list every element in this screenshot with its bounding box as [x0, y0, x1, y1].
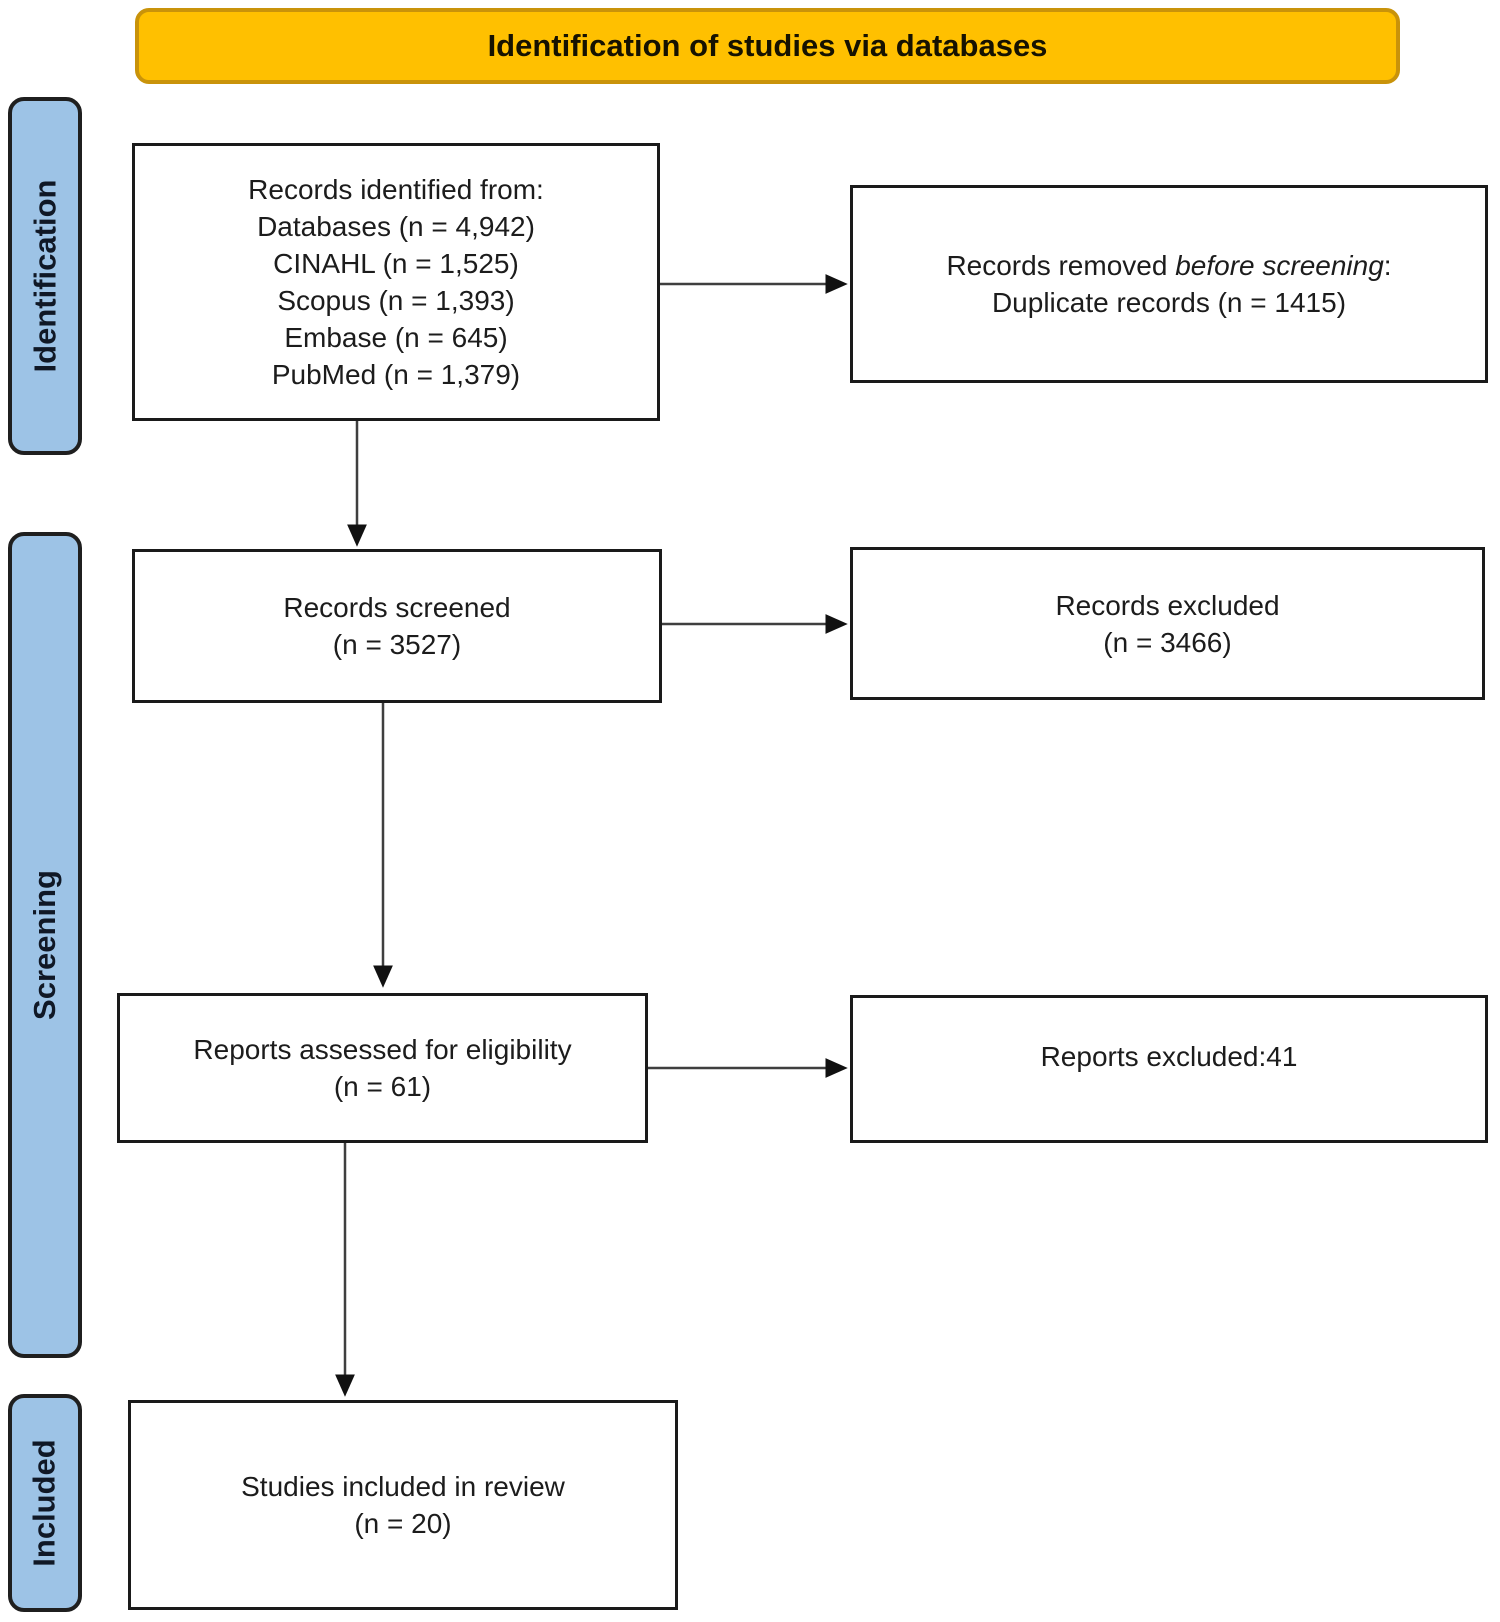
diagram-title-banner: Identification of studies via databases: [135, 8, 1400, 84]
box-records-identified: Records identified from: Databases (n = 4…: [132, 143, 660, 421]
stage-identification-label: Identification: [27, 179, 63, 373]
box-text-line: (n = 61): [333, 1071, 432, 1102]
diagram-title: Identification of studies via databases: [487, 28, 1048, 63]
records-removed-italic: before screening: [1175, 250, 1384, 281]
stage-identification: Identification: [8, 97, 82, 455]
box-records-screened: Records screened (n = 3527): [132, 549, 662, 703]
box-text-line: Records identified from:: [248, 174, 544, 205]
records-removed-suffix: :: [1383, 250, 1392, 281]
box-text-line: Reports excluded:41: [1040, 1041, 1298, 1072]
box-studies-included: Studies included in review (n = 20): [128, 1400, 678, 1610]
box-reports-assessed: Reports assessed for eligibility (n = 61): [117, 993, 648, 1143]
box-text-line: Studies included in review: [241, 1471, 565, 1502]
box-text-line: Scopus (n = 1,393): [277, 285, 515, 316]
box-records-removed: Records removed before screening: Duplic…: [850, 185, 1488, 383]
stage-screening: Screening: [8, 532, 82, 1358]
box-text-line: PubMed (n = 1,379): [271, 359, 521, 390]
box-text-line: Records excluded: [1055, 589, 1280, 621]
box-text-line: Records removed before screening:: [946, 247, 1391, 284]
stage-included: Included: [8, 1394, 82, 1612]
box-text-line: (n = 3527): [332, 629, 462, 660]
box-reports-excluded: Reports excluded:41: [850, 995, 1488, 1143]
box-text-line: Reports assessed for eligibility: [193, 1034, 572, 1065]
box-text-line: (n = 3466): [1103, 626, 1232, 658]
records-removed-prefix: Records removed: [946, 250, 1176, 281]
box-text-line: (n = 20): [354, 1508, 452, 1539]
stage-included-label: Included: [27, 1439, 63, 1567]
box-records-excluded: Records excluded (n = 3466): [850, 547, 1485, 700]
box-text-line: Databases (n = 4,942): [257, 211, 535, 242]
stage-screening-label: Screening: [27, 870, 63, 1020]
box-text-line: CINAHL (n = 1,525): [273, 248, 519, 279]
box-text-line: Duplicate records (n = 1415): [991, 287, 1347, 318]
box-text-line: Records screened: [283, 592, 511, 623]
box-text-line: Embase (n = 645): [284, 322, 508, 353]
